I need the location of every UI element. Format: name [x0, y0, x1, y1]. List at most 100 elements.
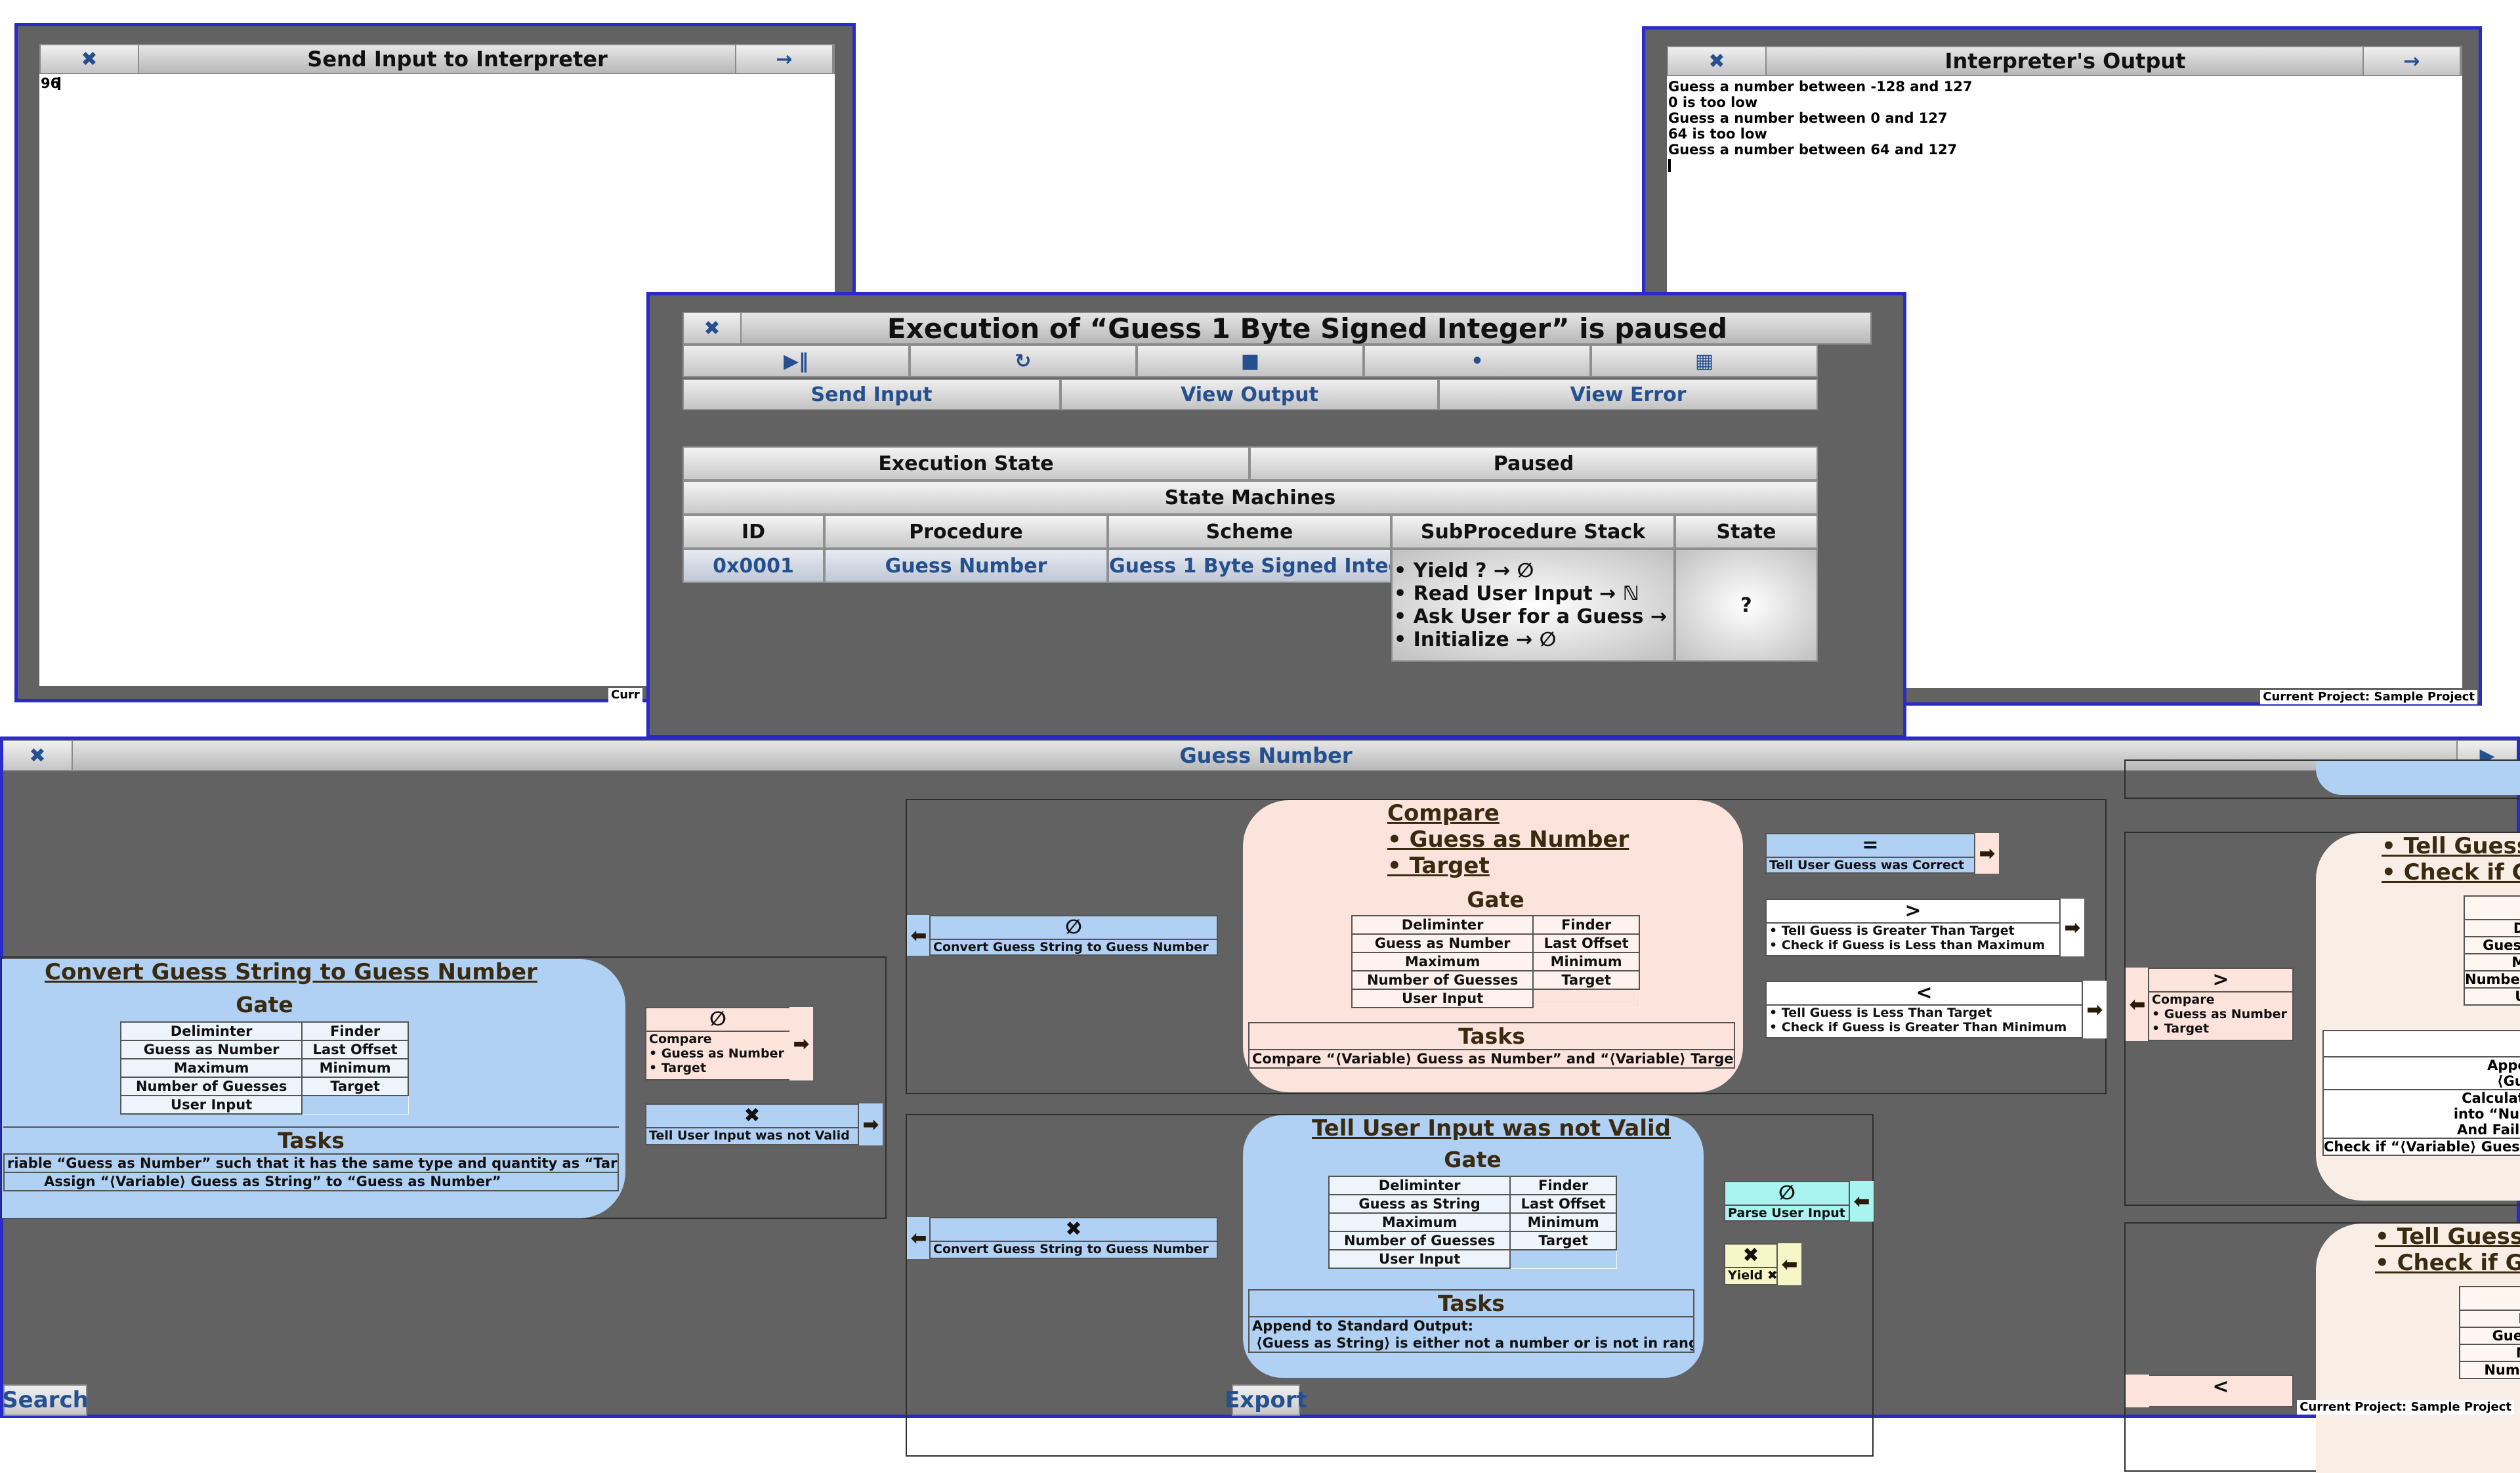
- node-label: Parse User Input: [1728, 1206, 1845, 1220]
- invalid-tasks: Tasks Append to Standard Output: ⟨Guess …: [1248, 1289, 1694, 1353]
- send-input-button[interactable]: Send Input: [682, 379, 1060, 410]
- right-arrow-icon[interactable]: ➡: [2083, 981, 2107, 1038]
- state-machine-id[interactable]: 0x0001: [682, 549, 824, 583]
- state-machines-header: State Machines: [682, 480, 1818, 515]
- left-arrow-icon[interactable]: ⬅: [1850, 1181, 1874, 1222]
- gate-var: Number of Guesses: [119, 1077, 303, 1096]
- subprocedure-stack: • Yield ? → ∅ • Read User Input → ℕ • As…: [1391, 549, 1690, 662]
- gate-var: User Input: [1328, 1249, 1511, 1269]
- right-arrow-icon[interactable]: ➡: [1975, 833, 1999, 874]
- node-label: • Guess as Number: [2152, 1007, 2287, 1021]
- gate-var: Guess: [2460, 1328, 2520, 1345]
- export-button[interactable]: Export: [1225, 1384, 1307, 1416]
- close-icon[interactable]: ✖: [684, 313, 742, 343]
- invalid-card[interactable]: Tell User Input was not Valid Gate Delim…: [1243, 1115, 1704, 1378]
- parse-transition-node[interactable]: ∅ Parse User Input: [1724, 1181, 1850, 1222]
- convert-card-title: Convert Guess String to Guess Number: [45, 959, 537, 985]
- left-arrow-icon[interactable]: ⬅: [2126, 968, 2149, 1041]
- close-icon[interactable]: ✖: [41, 45, 139, 73]
- restart-button[interactable]: ↻: [910, 345, 1137, 377]
- empty-set-symbol: ∅: [646, 1008, 789, 1032]
- less-entry-node[interactable]: <: [2148, 1375, 2294, 1407]
- less-card[interactable]: • Tell Guess i • Check if Gu De Guess Ma…: [2316, 1224, 2520, 1473]
- editor-window: ✖ Guess Number ▶ Convert Guess String to…: [0, 736, 2520, 1473]
- task-fragment: ⟨Gue: [2324, 1073, 2520, 1090]
- search-button[interactable]: Search: [2, 1384, 89, 1416]
- gate-var: Target: [1532, 970, 1640, 990]
- equal-transition-node[interactable]: = Tell User Guess was Correct: [1765, 833, 1975, 874]
- state-machine-scheme[interactable]: Guess 1 Byte Signed Integer: [1108, 549, 1391, 583]
- window-title: Execution of “Guess 1 Byte Signed Intege…: [887, 312, 1728, 345]
- view-error-button[interactable]: View Error: [1438, 379, 1818, 410]
- gate-var: Max: [2465, 954, 2520, 971]
- step-button[interactable]: •: [1364, 345, 1591, 377]
- play-pause-button[interactable]: ▶‖: [682, 345, 910, 377]
- output-line: 0 is too low: [1668, 95, 1758, 110]
- node-label: • Tell Guess is Less Than Target: [1769, 1006, 1992, 1020]
- gate-var: Maximum: [1328, 1212, 1511, 1232]
- gate-var: Ma: [2460, 1345, 2520, 1362]
- compare-card-title: • Target: [1387, 853, 1490, 879]
- right-arrow-icon[interactable]: ➡: [2061, 899, 2084, 956]
- less-transition-node[interactable]: < • Tell Guess is Less Than Target • Che…: [1765, 981, 2083, 1038]
- gate-var: Use: [2465, 989, 2520, 1004]
- send-input-titlebar: ✖ Send Input to Interpreter →: [39, 44, 835, 74]
- view-output-button[interactable]: View Output: [1060, 379, 1438, 410]
- cross-symbol: ✖: [931, 1218, 1217, 1242]
- greater-card[interactable]: • Tell Guess • Check if Gu Deli Guess a …: [2316, 833, 2520, 1201]
- less-than-symbol: <: [1767, 982, 2082, 1006]
- column-scheme: Scheme: [1108, 515, 1391, 549]
- close-icon[interactable]: ✖: [3, 741, 73, 770]
- editor-titlebar: ✖ Guess Number ▶: [3, 740, 2517, 771]
- node-label: • Check if Guess is Less than Maximum: [1769, 938, 2046, 952]
- gate-var: Deliminter: [1351, 915, 1534, 935]
- grid-button[interactable]: ▦: [1591, 345, 1818, 377]
- state-value: ?: [1675, 549, 1818, 662]
- greater-transition-node[interactable]: > • Tell Guess is Greater Than Target • …: [1765, 899, 2061, 956]
- task-fragments: Apper ⟨Gue Calculate into “Num And Fail …: [2322, 1030, 2520, 1156]
- gate-fragment: Deli Guess a Max Number Use: [2464, 895, 2520, 1006]
- empty-set-symbol: ∅: [931, 916, 1217, 940]
- convert-tasks: Tasks riable “Guess as Number” such that…: [3, 1126, 619, 1191]
- node-label: Compare: [649, 1032, 712, 1046]
- invalid-transition-node[interactable]: ✖ Tell User Input was not Valid: [645, 1103, 859, 1145]
- node-label: Convert Guess String to Guess Number: [933, 1242, 1209, 1256]
- window-title: Send Input to Interpreter: [307, 47, 608, 72]
- gate-var: Guess as Number: [1351, 933, 1534, 953]
- task-fragment: Apper: [2487, 1057, 2520, 1073]
- invalid-entry-node[interactable]: ✖ Convert Guess String to Guess Number: [929, 1217, 1218, 1259]
- gate-var: Last Offset: [1532, 933, 1640, 953]
- state-machine-procedure[interactable]: Guess Number: [824, 549, 1108, 583]
- left-arrow-icon[interactable]: ⬅: [907, 1217, 931, 1259]
- task-row: Append to Standard Output:: [1248, 1317, 1694, 1334]
- execution-window: ✖ Execution of “Guess 1 Byte Signed Inte…: [646, 292, 1906, 738]
- compare-card[interactable]: Compare • Guess as Number • Target Gate …: [1243, 800, 1743, 1092]
- tasks-header: Tasks: [3, 1126, 619, 1153]
- invalid-card-title: Tell User Input was not Valid: [1312, 1115, 1671, 1142]
- forward-arrow-icon[interactable]: →: [2362, 47, 2461, 75]
- gate-var: Target: [1509, 1231, 1617, 1250]
- execution-titlebar: ✖ Execution of “Guess 1 Byte Signed Inte…: [682, 312, 1872, 345]
- right-arrow-icon[interactable]: ➡: [789, 1007, 813, 1080]
- compare-transition-node[interactable]: ∅ Compare • Guess as Number • Target: [645, 1007, 791, 1080]
- right-arrow-icon[interactable]: ➡: [859, 1103, 883, 1145]
- text-cursor: [1668, 159, 1671, 172]
- greater-entry-node[interactable]: > Compare • Guess as Number • Target: [2148, 968, 2294, 1041]
- stop-button[interactable]: ■: [1137, 345, 1364, 377]
- gate-var: Target: [301, 1077, 409, 1096]
- gate-var: Deliminter: [119, 1021, 303, 1041]
- convert-card[interactable]: Convert Guess String to Guess Number Gat…: [2, 959, 625, 1218]
- execution-state-value: Paused: [1250, 446, 1818, 480]
- left-arrow-icon[interactable]: ⬅: [907, 915, 931, 956]
- yield-transition-node[interactable]: ✖ Yield ✖: [1724, 1243, 1778, 1285]
- stack-entry: • Ask User for a Guess → ∅: [1394, 605, 1691, 628]
- card-title: • Check if Gu: [2382, 859, 2520, 886]
- node-label: • Target: [2152, 1021, 2210, 1036]
- send-arrow-icon[interactable]: →: [735, 45, 833, 73]
- compare-entry-node[interactable]: ∅ Convert Guess String to Guess Number: [929, 915, 1218, 956]
- left-arrow-icon[interactable]: ⬅: [1778, 1243, 1801, 1285]
- close-icon[interactable]: ✖: [1668, 47, 1767, 75]
- left-arrow-icon[interactable]: [2126, 1375, 2149, 1407]
